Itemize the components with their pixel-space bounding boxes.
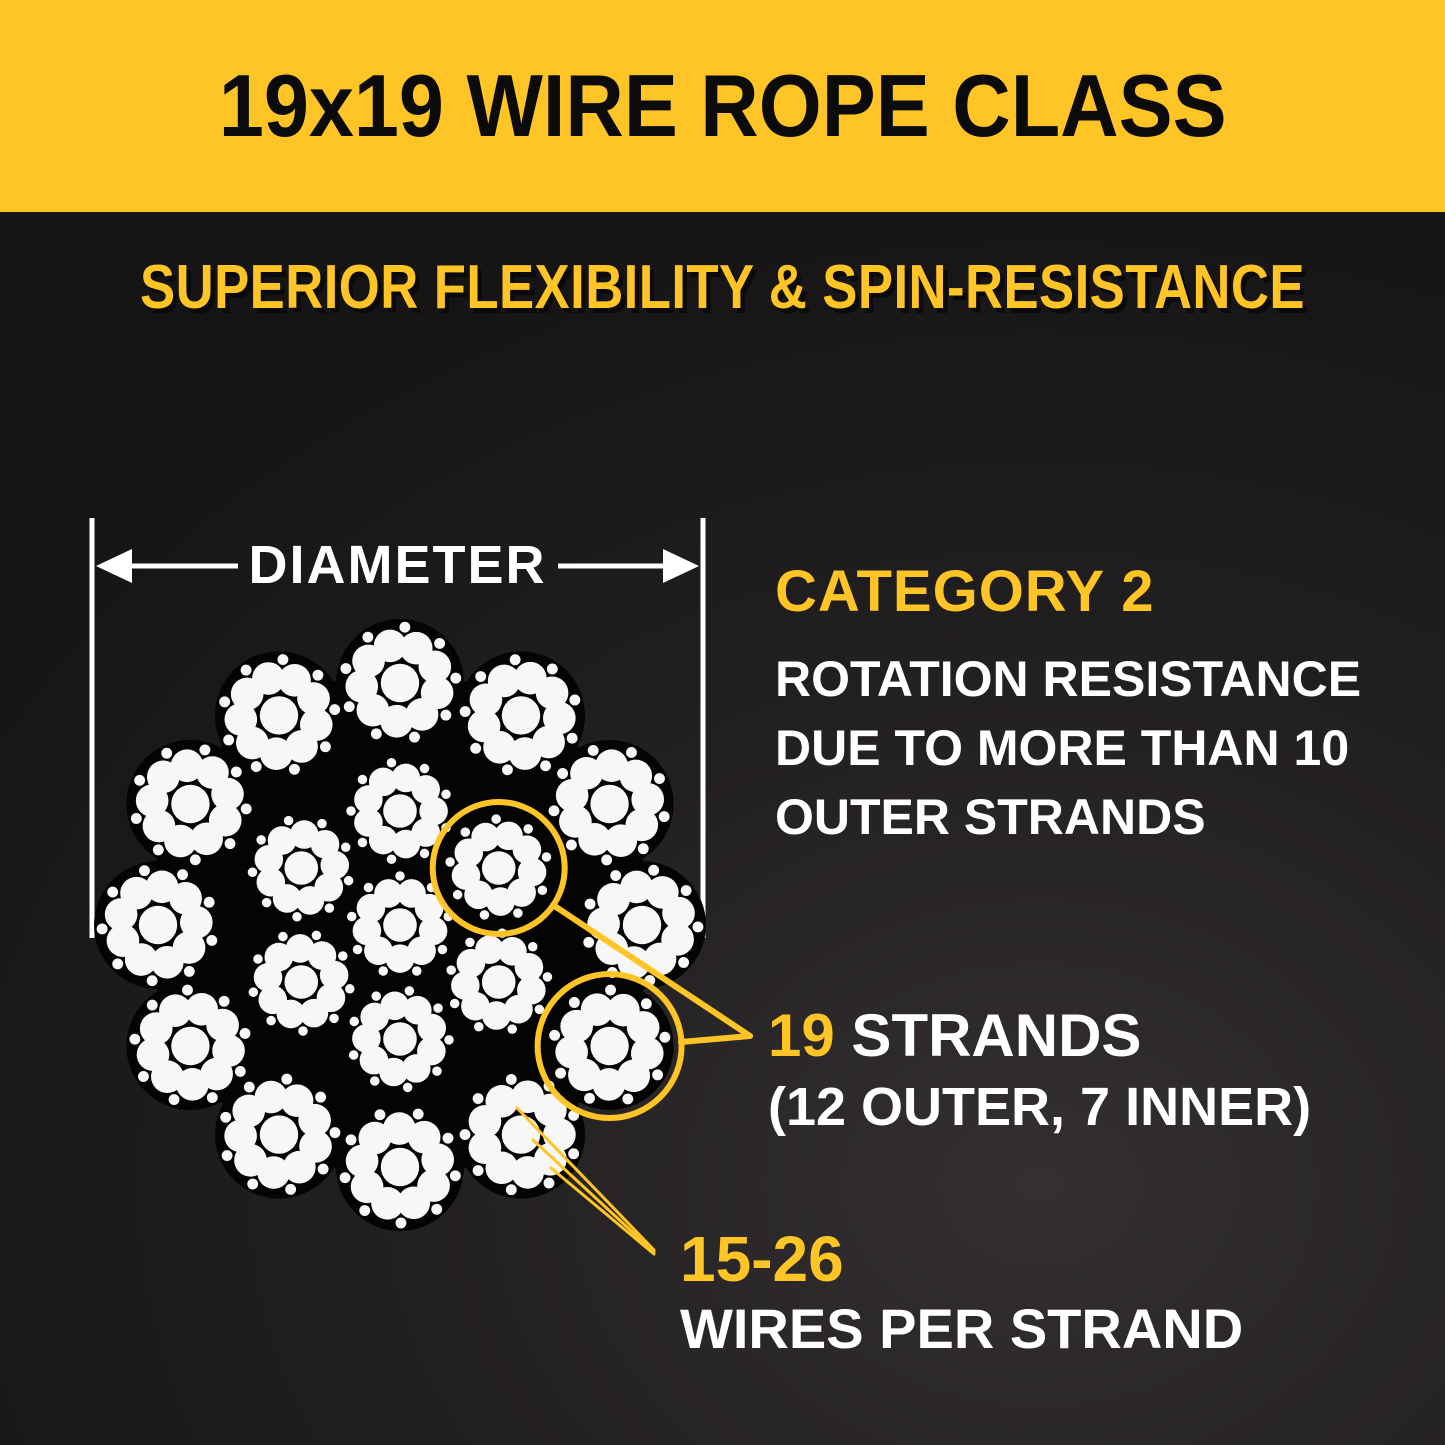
strands-count-value: 19 — [768, 1002, 835, 1069]
category-desc-line: DUE TO MORE THAN 10 — [775, 720, 1350, 776]
strand-pointer-line — [550, 902, 753, 1039]
wires-value: 15-26 — [680, 1223, 844, 1295]
strand-highlights — [429, 799, 753, 1121]
wires-callout: 15-26 WIRES PER STRAND — [680, 1224, 1243, 1364]
category-desc-line: ROTATION RESISTANCE — [775, 651, 1362, 707]
right-arrowhead-icon — [663, 549, 699, 583]
page-title: 19x19 WIRE ROPE CLASS — [218, 56, 1227, 155]
strands-callout: 19 STRANDS (12 OUTER, 7 INNER) — [768, 1000, 1311, 1142]
category-block: CATEGORY 2 ROTATION RESISTANCE DUE TO MO… — [775, 558, 1361, 852]
category-desc-line: OUTER STRANDS — [775, 789, 1206, 845]
wire-pointer-lines — [515, 1106, 656, 1256]
strands-count-line: 19 STRANDS — [768, 1000, 1311, 1072]
rope-strands — [94, 619, 706, 1231]
diameter-dimension-lines — [89, 518, 706, 938]
strands-detail: (12 OUTER, 7 INNER) — [768, 1077, 1312, 1137]
subtitle: SUPERIOR FLEXIBILITY & SPIN-RESISTANCE — [140, 253, 1305, 322]
wires-label: WIRES PER STRAND — [680, 1297, 1244, 1361]
strands-count-label: STRANDS — [851, 1002, 1142, 1069]
category-title: CATEGORY 2 — [775, 559, 1155, 624]
strand-highlight-circle — [534, 971, 685, 1121]
strand-pointer-line — [678, 1033, 753, 1045]
diameter-label: DIAMETER — [248, 535, 547, 595]
left-arrowhead-icon — [96, 549, 132, 583]
strand-highlight-circle — [429, 799, 568, 937]
header-banner: 19x19 WIRE ROPE CLASS — [0, 0, 1445, 212]
